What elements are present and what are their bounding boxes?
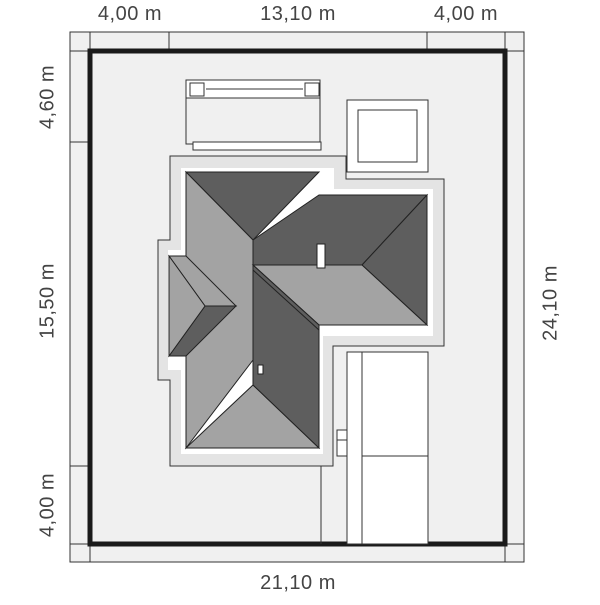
terrace [185, 79, 322, 151]
pavilion [346, 99, 429, 173]
dim-left-bottom: 4,00 m [36, 472, 59, 538]
dimension-grid-lines [70, 32, 524, 562]
roof-dormer-face [168, 254, 206, 358]
roof-right-valley [252, 263, 320, 332]
roof [168, 170, 429, 450]
chimney-main [316, 243, 326, 269]
dim-right: 24,10 m [539, 265, 562, 341]
dim-left-top: 4,60 m [36, 64, 59, 130]
chimney-small [257, 364, 264, 375]
dim-top-left: 4,00 m [97, 3, 163, 25]
dim-bottom: 21,10 m [260, 572, 336, 594]
dim-top-right: 4,00 m [433, 3, 499, 25]
driveway [320, 351, 429, 545]
dim-top-middle: 13,10 m [260, 3, 336, 25]
dim-left-middle: 15,50 m [36, 263, 59, 339]
property-boundary [87, 48, 508, 547]
